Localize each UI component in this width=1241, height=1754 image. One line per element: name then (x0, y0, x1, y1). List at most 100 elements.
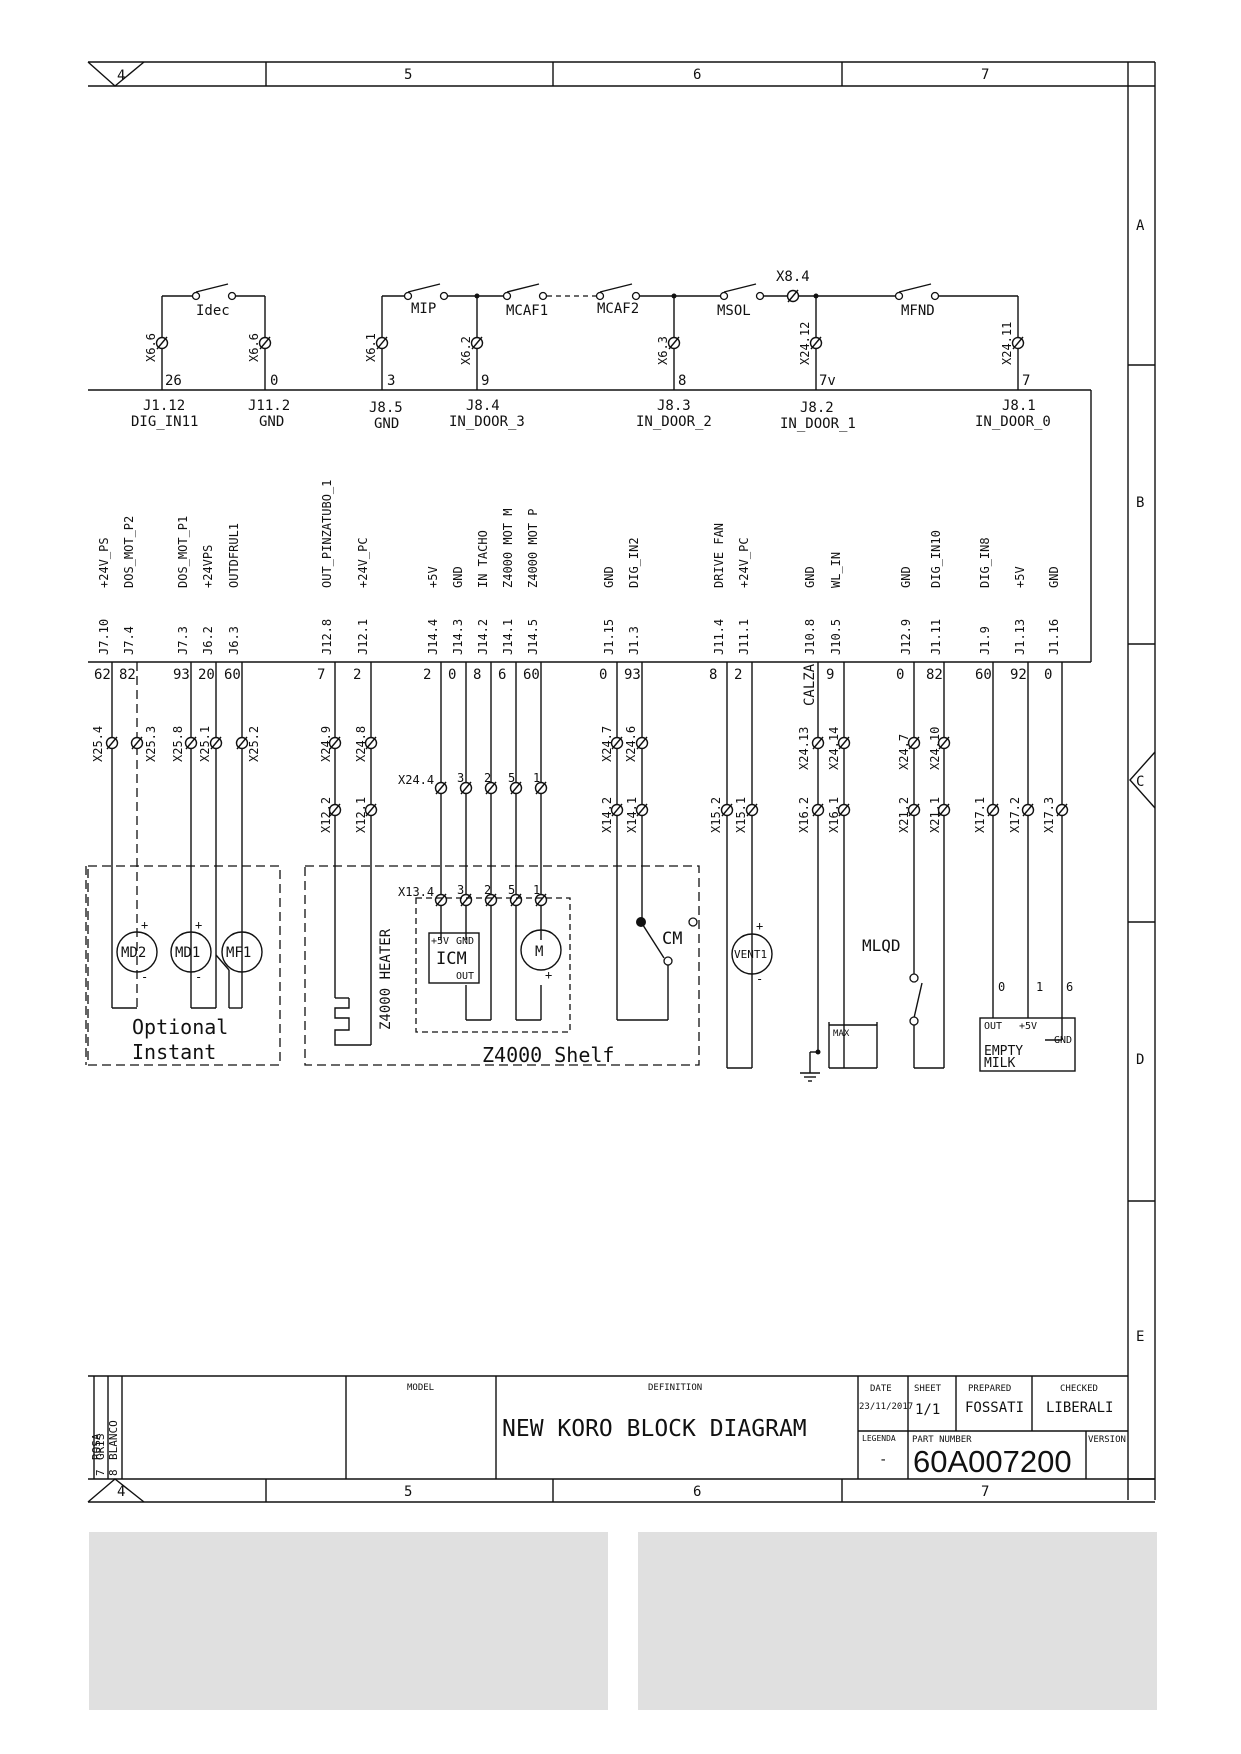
switch-mip-label: MIP (411, 301, 436, 317)
md1-minus: - (195, 970, 202, 984)
legenda-label: LEGENDA (862, 1434, 896, 1443)
terminal-x63: X6.3 (656, 336, 670, 365)
row-label-e: E (1136, 1329, 1144, 1345)
connector-wire-number: 60 (975, 667, 992, 683)
version-label: VERSION (1088, 1435, 1126, 1445)
optional-label: Optional (132, 1015, 228, 1039)
x244-num-5: 5 (508, 771, 515, 785)
terminal-x141: X14.1 (625, 797, 639, 833)
drawing-title: NEW KORO BLOCK DIAGRAM (502, 1416, 807, 1442)
connector-wire-number: 0 (1044, 667, 1052, 683)
cm-label: CM (662, 929, 682, 949)
level-sensor-group (800, 1022, 878, 1082)
connector-signal-label: DIG_IN8 (978, 537, 992, 588)
terminal-x2412: X24.12 (798, 322, 812, 365)
legend-color-blanco: BLANCO (107, 1420, 120, 1460)
icm-label: ICM (436, 949, 467, 969)
mf1-label: MF1 (226, 945, 251, 961)
connector-signal-label: DOS_MOT_P2 (122, 516, 136, 588)
milk-gnd-label: GND (1054, 1035, 1072, 1046)
connector-signal-label: DIG_IN10 (929, 530, 943, 588)
connector-wire-number: 8 (473, 667, 481, 683)
terminal-x161: X16.1 (827, 797, 841, 833)
connector-signal-label: +24V_PC (356, 537, 370, 588)
empty-milk-sensor (979, 1017, 1076, 1072)
connector-signal-label: OUT_PINZATUBO_1 (320, 480, 334, 588)
milk-wire-6: 6 (1066, 980, 1073, 994)
pin-j112: J1.12 (143, 398, 185, 414)
x134-num-3: 3 (457, 883, 464, 897)
connector-wire-number: 60 (224, 667, 241, 683)
sheet-value: 1/1 (915, 1402, 940, 1418)
sig-in-door-3: IN_DOOR_3 (449, 414, 525, 430)
terminal-x152: X15.2 (709, 797, 723, 833)
terminal-x2413: X24.13 (797, 727, 811, 770)
vent1-label: VENT1 (734, 948, 767, 961)
connector-pin-label: J7.3 (176, 626, 190, 655)
terminal-x212: X21.2 (897, 797, 911, 833)
connector-signal-label: DOS_MOT_P1 (176, 516, 190, 588)
icm-module (428, 932, 480, 984)
md2-motor-icon (116, 931, 158, 973)
row-label-c: C (1136, 774, 1144, 790)
wire-0-top: 0 (270, 373, 278, 389)
terminal-x62: X6.2 (459, 336, 473, 365)
motor-plus: + (545, 968, 552, 982)
connector-pin-label: J1.15 (602, 619, 616, 655)
connector-signal-label: DRIVE FAN (712, 523, 726, 588)
connector-pin-label: J11.4 (712, 619, 726, 655)
col-label-top-5: 5 (404, 67, 412, 83)
switch-mcaf1-label: MCAF1 (506, 303, 548, 319)
connector-signal-label: GND (1047, 566, 1061, 588)
connector-signal-label: +24V_PS (97, 537, 111, 588)
sig-gnd-2: GND (374, 416, 399, 432)
pin-j83: J8.3 (657, 398, 691, 414)
switch-msol-label: MSOL (717, 303, 751, 319)
connector-pin-label: J6.3 (227, 626, 241, 655)
connector-wire-number: 8 (709, 667, 717, 683)
md2-label: MD2 (121, 945, 146, 961)
connector-signal-label: GND (899, 566, 913, 588)
md1-label: MD1 (175, 945, 200, 961)
prepared-value: FOSSATI (965, 1400, 1024, 1416)
blank-panel-right (638, 1532, 1157, 1710)
connector-signal-label: Z4000 MOT P (526, 509, 540, 588)
optional-instant-group (85, 865, 281, 1066)
terminal-x252: X25.2 (247, 726, 261, 762)
connector-signal-label: GND (803, 566, 817, 588)
col-label-bottom-7: 7 (981, 1484, 989, 1500)
drawing-frame (87, 61, 1156, 1503)
connector-wire-number: 9 (826, 667, 834, 683)
connector-pin-label: J14.5 (526, 619, 540, 655)
connector-wire-number: 7 (317, 667, 325, 683)
legend-color-gris: GRIS (94, 1434, 107, 1461)
terminal-x254: X25.4 (91, 726, 105, 762)
connector-wire-number: 2 (353, 667, 361, 683)
control-board-outline (88, 389, 1092, 663)
shelf-label: Z4000 Shelf (482, 1043, 614, 1067)
col-label-top-6: 6 (693, 67, 701, 83)
md2-minus: - (141, 970, 148, 984)
connector-signal-label: GND (602, 566, 616, 588)
terminal-x2411: X24.11 (1000, 322, 1014, 365)
wire-8-top: 8 (678, 373, 686, 389)
part-number: 60A007200 (913, 1444, 1072, 1479)
connector-pin-label: J14.1 (501, 619, 515, 655)
wire-7v: 7v (819, 373, 836, 389)
connector-signal-label: +24V_PC (737, 537, 751, 588)
connector-pin-label: J1.13 (1013, 619, 1027, 655)
terminal-x247b: X24.7 (897, 734, 911, 770)
terminal-x142: X14.2 (600, 797, 614, 833)
level-max-label: MAX (833, 1029, 850, 1039)
icm-gnd-label: GND (456, 936, 474, 947)
connector-signal-label: WL_IN (829, 552, 843, 588)
row-label-b: B (1136, 495, 1144, 511)
milk-wire-1: 1 (1036, 980, 1043, 994)
motor-label: M (535, 944, 543, 960)
x244-num-1: 1 (533, 771, 540, 785)
terminal-x2410: X24.10 (928, 727, 942, 770)
blank-panel-left (89, 1532, 608, 1710)
prepared-label: PREPARED (968, 1384, 1011, 1394)
switch-idec-label: Idec (196, 303, 230, 319)
